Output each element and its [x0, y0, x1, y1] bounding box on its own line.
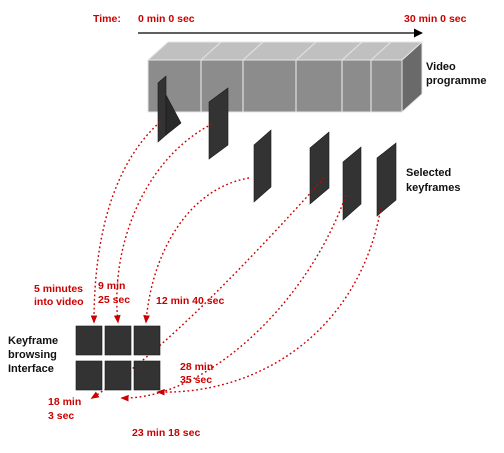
grid-cell[interactable] [104, 325, 132, 356]
keyframe-6 [376, 142, 397, 217]
keyframe-1-shadow [165, 94, 182, 136]
keyframe-4 [309, 131, 330, 205]
grid-cell[interactable] [133, 325, 161, 356]
keyframe-1 [157, 75, 167, 143]
annotation-23-min: 23 min 18 sec [132, 427, 200, 439]
video-programme-bar [146, 40, 424, 114]
time-end-label: 30 min 0 sec [404, 13, 467, 25]
annotation-18-min: 18 min 3 sec [48, 396, 84, 422]
keyframe-grid [75, 325, 161, 391]
time-label: Time: [93, 13, 121, 25]
map-arrow-5min [90, 121, 161, 324]
map-arrow-12min [143, 177, 250, 324]
grid-cell[interactable] [75, 325, 103, 356]
grid-cell[interactable] [133, 360, 161, 391]
video-programme-label: Video programme [426, 61, 487, 87]
grid-cell[interactable] [75, 360, 103, 391]
selected-keyframes-label: Selected keyframes [406, 167, 460, 194]
annotation-9-min: 9 min 25 sec [98, 280, 130, 306]
annotation-5-minutes: 5 minutes into video [34, 283, 86, 308]
map-arrow-9min [113, 123, 213, 324]
keyframe-3 [253, 129, 272, 203]
keyframe-5 [342, 146, 362, 221]
grid-cell[interactable] [104, 360, 132, 391]
annotation-28-min: 28 min 35 sec [180, 361, 216, 386]
map-arrow-23min [120, 194, 347, 402]
annotation-12-min: 12 min 40 sec [156, 295, 224, 307]
time-start-label: 0 min 0 sec [138, 13, 195, 25]
keyframe-interface-label: Keyframe browsing Interface [8, 335, 61, 375]
keyframe-2 [208, 87, 229, 160]
